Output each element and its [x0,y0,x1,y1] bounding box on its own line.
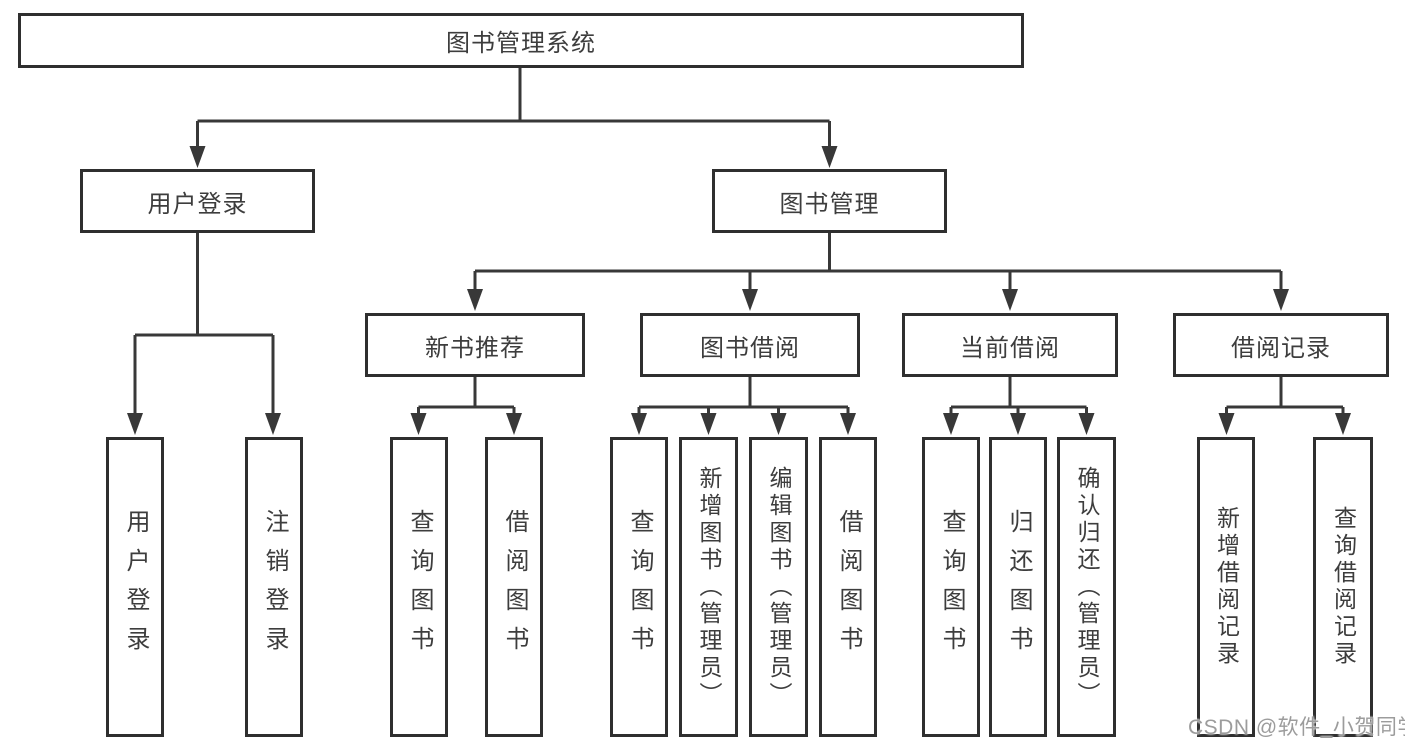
node-current-borrowing: 当前借阅 [902,313,1118,377]
leaf-add-borrow-record: 新增借阅记录 [1197,437,1255,737]
leaf-confirm-return-admin: 确认归还（管理员） [1057,437,1116,737]
node-label: 新书推荐 [425,334,525,362]
node-book-borrowing: 图书借阅 [640,313,860,377]
node-library-management-system: 图书管理系统 [18,13,1024,68]
node-user-login: 用户登录 [80,169,315,233]
leaf-label: 新增借阅记录 [1213,506,1240,668]
leaf-label: 归还图书 [1005,509,1032,665]
leaf-label: 新增图书（管理员） [696,465,722,709]
csdn-watermark: CSDN @软件_小贺同学 [1188,716,1405,739]
leaf-user-login: 用户登录 [106,437,164,737]
leaf-return-books: 归还图书 [989,437,1047,737]
leaf-label: 借阅图书 [835,509,862,665]
node-new-book-recommendation: 新书推荐 [365,313,585,377]
node-book-management: 图书管理 [712,169,947,233]
leaf-label: 借阅图书 [501,509,528,665]
node-label: 用户登录 [147,190,248,218]
node-label: 图书借阅 [700,334,800,362]
leaf-edit-books-admin: 编辑图书（管理员） [749,437,808,737]
node-label: 当前借阅 [960,334,1060,362]
leaf-label: 确认归还（管理员） [1074,465,1100,709]
leaf-query-books: 查询图书 [610,437,668,737]
leaf-borrow-books: 借阅图书 [819,437,877,737]
node-label: 图书管理系统 [446,30,596,57]
leaf-logout: 注销登录 [245,437,303,737]
leaf-label: 用户登录 [122,509,149,665]
leaf-label: 查询图书 [406,509,433,665]
leaf-label: 注销登录 [261,509,288,665]
leaf-label: 查询借阅记录 [1330,506,1357,668]
node-label: 借阅记录 [1231,334,1331,362]
leaf-query-books: 查询图书 [390,437,448,737]
leaf-query-books: 查询图书 [922,437,980,737]
leaf-label: 编辑图书（管理员） [766,465,792,709]
leaf-label: 查询图书 [626,509,653,665]
leaf-label: 查询图书 [938,509,965,665]
node-borrowing-records: 借阅记录 [1173,313,1389,377]
node-label: 图书管理 [779,190,880,218]
arrowheads [127,146,1351,435]
leaf-add-books-admin: 新增图书（管理员） [679,437,738,737]
leaf-borrow-books: 借阅图书 [485,437,543,737]
leaf-query-borrow-record: 查询借阅记录 [1313,437,1373,737]
